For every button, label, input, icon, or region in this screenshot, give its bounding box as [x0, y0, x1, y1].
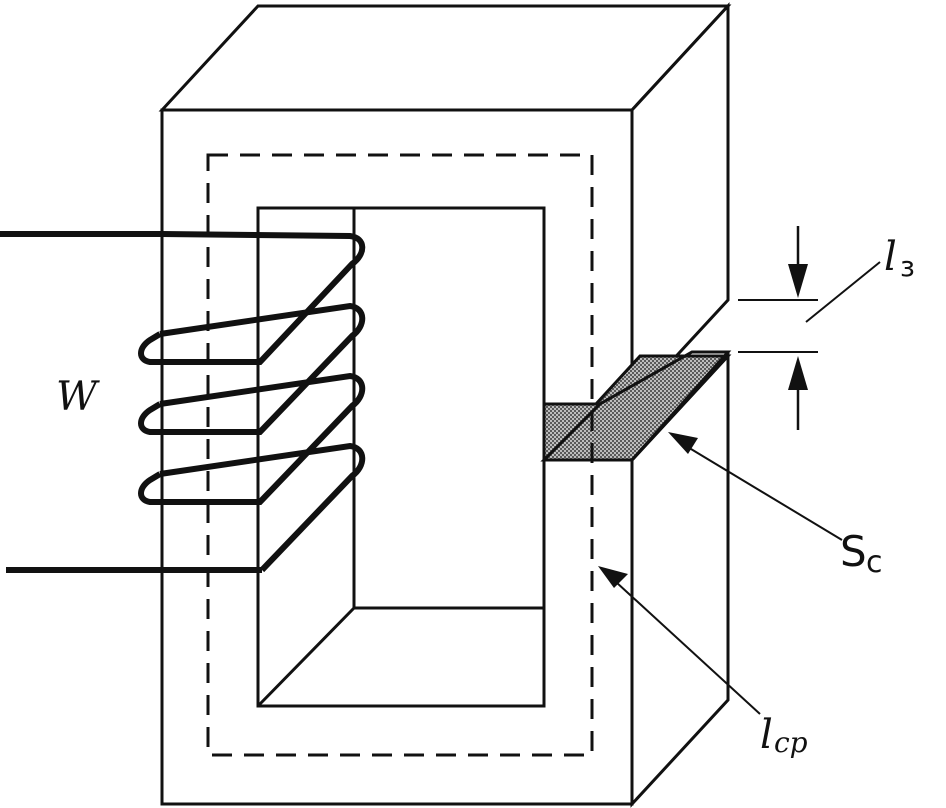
section-leader: [668, 432, 843, 541]
path-length-label: l: [760, 712, 773, 758]
mean-path-dashed: [206, 153, 594, 757]
gap-length-label: l: [884, 234, 897, 280]
gap-length-subscript: з: [900, 250, 915, 283]
section-area-subscript: c: [866, 545, 883, 580]
gap-leader-line: [805, 261, 881, 323]
path-leader: [598, 566, 761, 715]
core-top-face: [158, 4, 732, 112]
window-depth-back: [352, 208, 544, 610]
window-depth-corner: [256, 606, 356, 708]
coil-winding: [138, 231, 366, 573]
path-length-subscript: ср: [774, 726, 808, 759]
winding-label: W: [56, 374, 100, 420]
gap-dimension: [738, 226, 818, 430]
section-area-label: S: [840, 527, 867, 576]
